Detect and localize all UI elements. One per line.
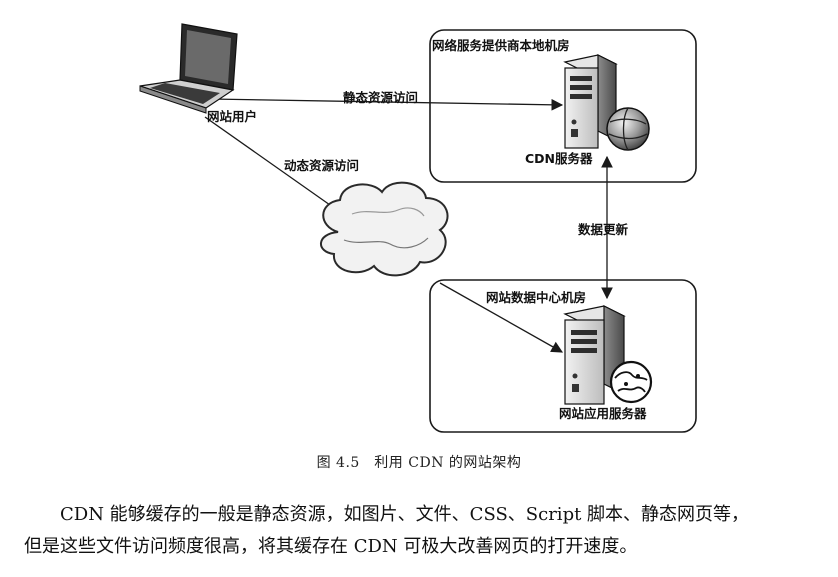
isp-room-box (429, 29, 697, 183)
cdn-server-icon (563, 54, 618, 149)
figure-caption: 图 4.5 利用 CDN 的网站架构 (316, 455, 522, 471)
user-label: 网站用户 (207, 109, 257, 124)
cdn-server-label: CDN服务器 (525, 151, 593, 166)
globe-icon (606, 107, 650, 151)
isp-room-label: 网络服务提供商本地机房 (432, 38, 570, 53)
datacenter-box (429, 279, 697, 433)
dynamic-access-line (204, 116, 331, 206)
cloud-icon (320, 181, 449, 277)
paragraph-line-1: CDN 能够缓存的一般是静态资源，如图片、文件、CSS、Script 脚本、静态… (60, 504, 750, 525)
dynamic-access-label: 动态资源访问 (284, 158, 359, 173)
data-update-label: 数据更新 (577, 222, 629, 237)
laptop-icon (139, 23, 238, 114)
cdn-architecture-diagram: 网站用户 静态资源访问 动态资源访问 网络服务提供商本地机房 CDN服务器 数据… (139, 23, 697, 433)
datacenter-label: 网站数据中心机房 (486, 290, 586, 305)
app-server-label: 网站应用服务器 (559, 406, 647, 421)
static-access-label: 静态资源访问 (343, 90, 418, 105)
dynamic-access-arrow (439, 282, 564, 353)
paragraph-line-2: 但是这些文件访问频度很高，将其缓存在 CDN 可极大改善网页的打开速度。 (24, 536, 638, 557)
globe-network-icon (609, 360, 653, 404)
app-server-icon (563, 305, 626, 405)
static-access-arrow (209, 98, 564, 111)
